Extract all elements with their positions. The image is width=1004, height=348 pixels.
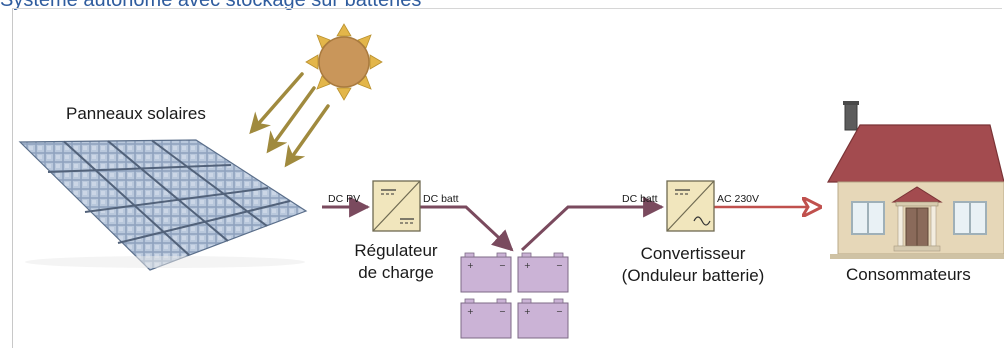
svg-text:+: + — [467, 307, 474, 316]
solar-panels — [18, 139, 308, 271]
house-icon — [826, 101, 1004, 259]
page-title: Système autonome avec stockage sur batte… — [0, 0, 422, 11]
content-frame — [12, 8, 1002, 348]
wire-label-dc-pv: DC PV — [328, 193, 361, 205]
battery-1: + − — [460, 252, 512, 293]
dc-wiring — [322, 196, 665, 252]
label-inverter-line1: Convertisseur — [640, 244, 746, 263]
battery-3: + − — [460, 298, 512, 339]
svg-text:+: + — [524, 261, 531, 270]
inverter — [666, 180, 715, 232]
label-charge-regulator-line1: Régulateur — [354, 241, 438, 260]
label-inverter: Convertisseur (Onduleur batterie) — [598, 243, 788, 287]
sun-rays — [249, 72, 330, 168]
svg-text:+: + — [467, 261, 474, 270]
label-inverter-line2: (Onduleur batterie) — [621, 266, 765, 285]
battery-bank: + − + − + − + − — [460, 252, 569, 339]
svg-text:−: − — [499, 307, 506, 316]
svg-text:+: + — [524, 307, 531, 316]
svg-text:−: − — [499, 261, 506, 270]
sun-icon — [305, 23, 383, 101]
wire-label-dc-batt-out: DC batt — [423, 193, 459, 205]
label-charge-regulator-line2: de charge — [358, 263, 434, 282]
label-solar-panels: Panneaux solaires — [66, 104, 206, 123]
label-consumers: Consommateurs — [846, 265, 971, 284]
charge-regulator — [372, 180, 421, 232]
label-charge-regulator: Régulateur de charge — [326, 240, 466, 284]
wire-label-ac: AC 230V — [717, 193, 760, 205]
svg-text:−: − — [556, 261, 563, 270]
battery-4: + − — [517, 298, 569, 339]
wire-label-dc-batt-in: DC batt — [622, 193, 658, 205]
battery-2: + − — [517, 252, 569, 293]
svg-text:−: − — [556, 307, 563, 316]
